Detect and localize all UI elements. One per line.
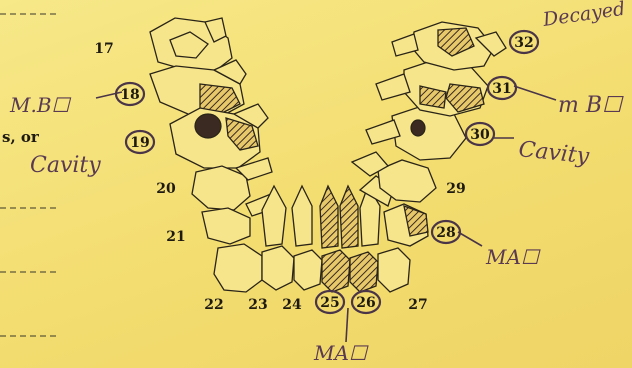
tooth-18-drawing xyxy=(150,60,246,116)
tooth-number-19: 19 xyxy=(126,131,154,153)
tooth-number-28: 28 xyxy=(432,221,460,243)
tooth-number-23: 23 xyxy=(248,297,267,313)
tooth-number-27: 27 xyxy=(408,297,427,313)
pointer-line-mb-right xyxy=(514,86,556,100)
tooth-number-label: 20 xyxy=(156,181,176,197)
pointer-line-mb-left xyxy=(96,92,122,98)
annotation-ma-right: MA☐ xyxy=(485,245,541,269)
tooth-number-20: 20 xyxy=(156,181,176,197)
tooth-number-label: 26 xyxy=(356,295,375,311)
tooth-number-17: 17 xyxy=(94,41,113,57)
tooth-number-24: 24 xyxy=(282,297,302,313)
tooth-number-label: 31 xyxy=(492,81,511,97)
tooth-number-29: 29 xyxy=(446,181,465,197)
tooth-number-label: 23 xyxy=(248,297,267,313)
annotation-cavity-right: Cavity xyxy=(517,137,590,169)
tooth-number-18: 18 xyxy=(116,83,144,105)
tooth-number-26: 26 xyxy=(352,291,380,313)
tooth-24-drawing xyxy=(292,186,322,290)
pointer-line-ma-bottom xyxy=(346,308,348,342)
tooth-number-30: 30 xyxy=(466,123,494,145)
tooth-number-label: 29 xyxy=(446,181,465,197)
tooth-17-drawing xyxy=(150,18,232,72)
tooth-number-21: 21 xyxy=(166,229,185,245)
tooth-number-label: 19 xyxy=(130,135,149,151)
tooth-32-drawing xyxy=(392,22,506,70)
decay-spot xyxy=(195,114,221,138)
tooth-number-label: 17 xyxy=(94,41,113,57)
tooth-number-label: 25 xyxy=(320,295,339,311)
tooth-number-label: 21 xyxy=(166,229,185,245)
tooth-number-label: 30 xyxy=(470,127,490,143)
annotation-mb-right: m B☐ xyxy=(558,93,624,118)
tooth-number-label: 32 xyxy=(514,35,533,51)
tooth-31-drawing xyxy=(376,60,488,116)
tooth-23-drawing xyxy=(262,186,294,290)
tooth-number-label: 18 xyxy=(120,87,139,103)
annotation-ma-bottom: MA☐ xyxy=(313,341,369,365)
tooth-number-25: 25 xyxy=(316,291,344,313)
tooth-number-31: 31 xyxy=(488,77,516,99)
decay-spot xyxy=(411,120,425,136)
tooth-number-label: 27 xyxy=(408,297,427,313)
tooth-number-label: 22 xyxy=(204,297,223,313)
tooth-number-label: 24 xyxy=(282,297,302,313)
tooth-19-drawing xyxy=(170,104,268,168)
tooth-number-32: 32 xyxy=(510,31,538,53)
annotation-decayed: Decayed xyxy=(541,0,627,31)
annotation-mb-left: M.B☐ xyxy=(9,93,72,117)
annotation-cavity-left: Cavity xyxy=(30,153,101,178)
form-fragment-text: s, or xyxy=(2,128,40,146)
pointer-line-ma-right xyxy=(458,232,482,246)
tooth-number-22: 22 xyxy=(204,297,223,313)
tooth-number-label: 28 xyxy=(436,225,455,241)
tooth-22-drawing xyxy=(214,244,262,292)
